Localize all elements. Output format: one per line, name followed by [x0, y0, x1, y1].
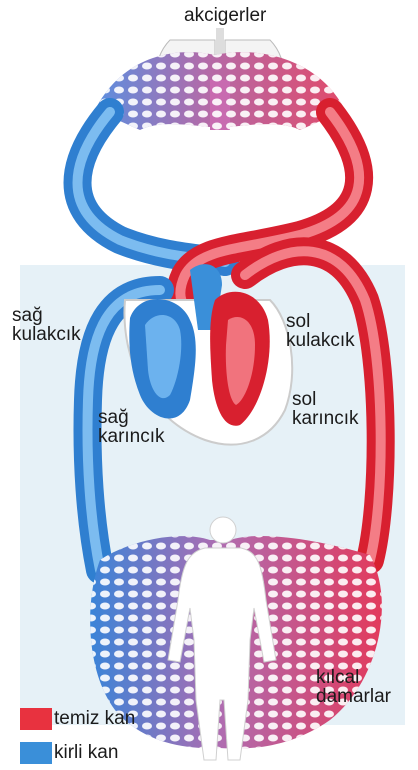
legend-dirty-blood: kirli kan: [20, 742, 118, 764]
label-right-atrium-line2: kulakcık: [12, 325, 81, 344]
label-capillaries-line2: damarlar: [316, 687, 391, 706]
clean-blood-label: temiz kan: [54, 708, 135, 730]
legend-clean-blood: temiz kan: [20, 708, 135, 730]
label-left-ventricle-line1: sol: [292, 390, 359, 409]
label-right-ventricle-line2: karıncık: [98, 427, 165, 446]
dirty-blood-swatch: [20, 742, 52, 764]
label-right-atrium-line1: sağ: [12, 306, 81, 325]
label-right-atrium: sağ kulakcık: [12, 306, 81, 344]
pulmonary-artery: [78, 112, 226, 262]
dirty-blood-label: kirli kan: [54, 742, 118, 764]
lung-capillaries: [95, 52, 345, 130]
label-right-ventricle-line1: sağ: [98, 408, 165, 427]
label-capillaries-line1: kılcal: [316, 668, 391, 687]
label-left-atrium-line1: sol: [286, 312, 355, 331]
label-lungs: akcigerler: [184, 6, 266, 25]
label-capillaries: kılcal damarlar: [316, 668, 391, 706]
label-left-atrium-line2: kulakcık: [286, 331, 355, 350]
label-left-ventricle: sol karıncık: [292, 390, 359, 428]
label-left-ventricle-line2: karıncık: [292, 409, 359, 428]
label-lungs-text: akcigerler: [184, 6, 266, 25]
label-right-ventricle: sağ karıncık: [98, 408, 165, 446]
label-left-atrium: sol kulakcık: [286, 312, 355, 350]
clean-blood-swatch: [20, 708, 52, 730]
